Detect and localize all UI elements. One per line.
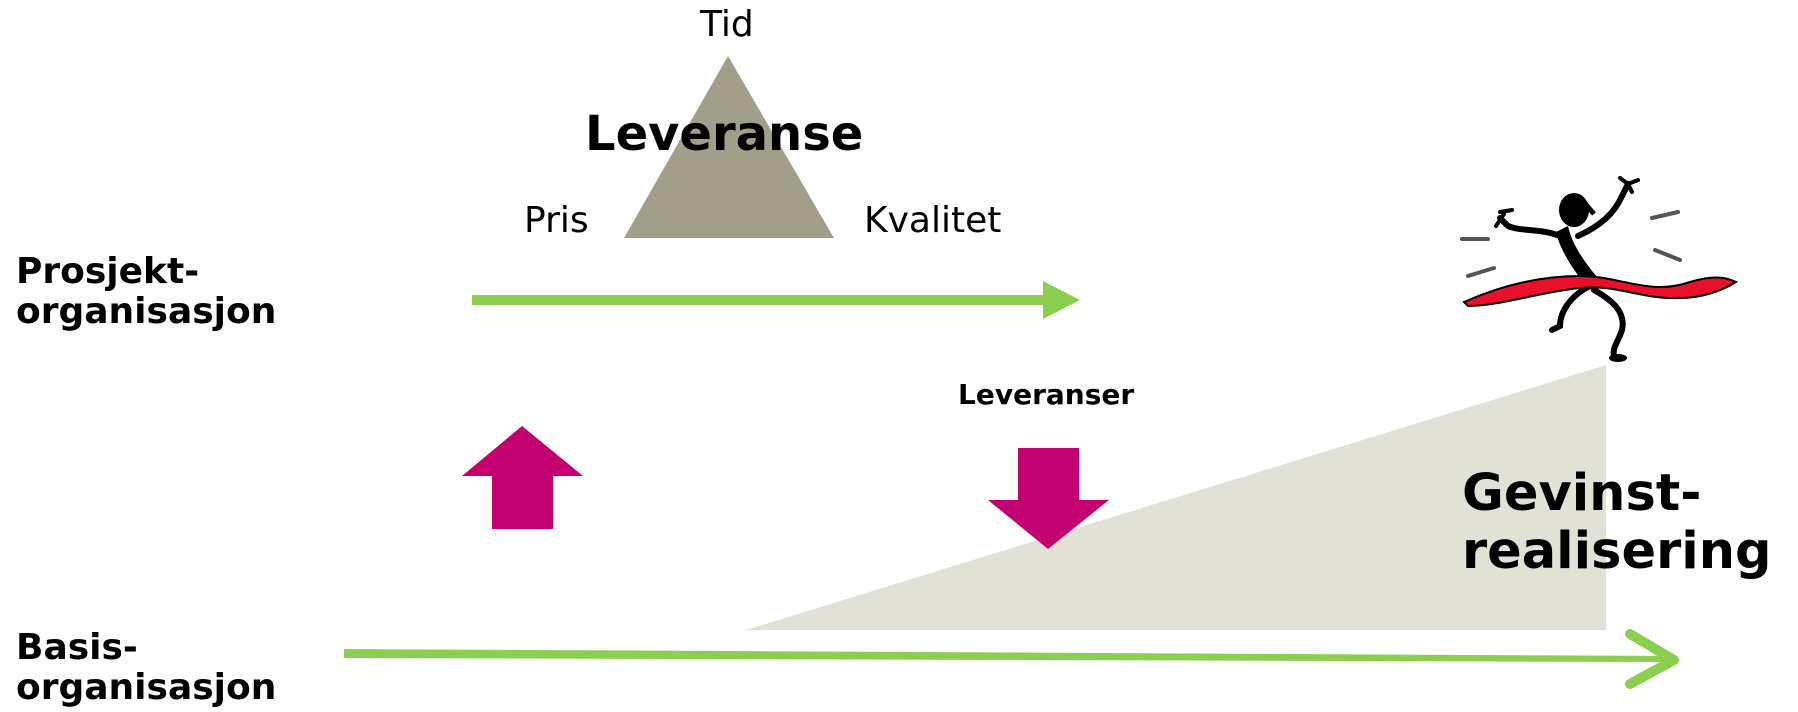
benefit-line2: realisering: [1462, 522, 1772, 581]
base-org-label: Basis- organisasjon: [16, 628, 276, 708]
down-arrow: [988, 448, 1109, 549]
base-arrow: [344, 629, 1679, 689]
runner-finish-line-icon: [1460, 176, 1739, 362]
delivery-triangle: [624, 56, 834, 238]
base-org-line1: Basis-: [16, 627, 138, 668]
project-org-line1: Prosjekt-: [16, 251, 200, 292]
project-arrow: [472, 281, 1080, 319]
label-leveranse: Leveranse: [585, 106, 864, 162]
project-org-label: Prosjekt- organisasjon: [16, 252, 276, 332]
benefit-line1: Gevinst-: [1462, 464, 1702, 523]
deliveries-label: Leveranser: [958, 378, 1135, 411]
label-pris: Pris: [524, 200, 589, 241]
label-tid: Tid: [700, 4, 754, 45]
up-arrow: [462, 426, 583, 529]
benefit-wedge: [746, 365, 1606, 630]
base-org-line2: organisasjon: [16, 667, 277, 708]
benefit-label: Gevinst- realisering: [1462, 465, 1772, 581]
project-org-line2: organisasjon: [16, 291, 277, 332]
label-kvalitet: Kvalitet: [864, 200, 1002, 241]
